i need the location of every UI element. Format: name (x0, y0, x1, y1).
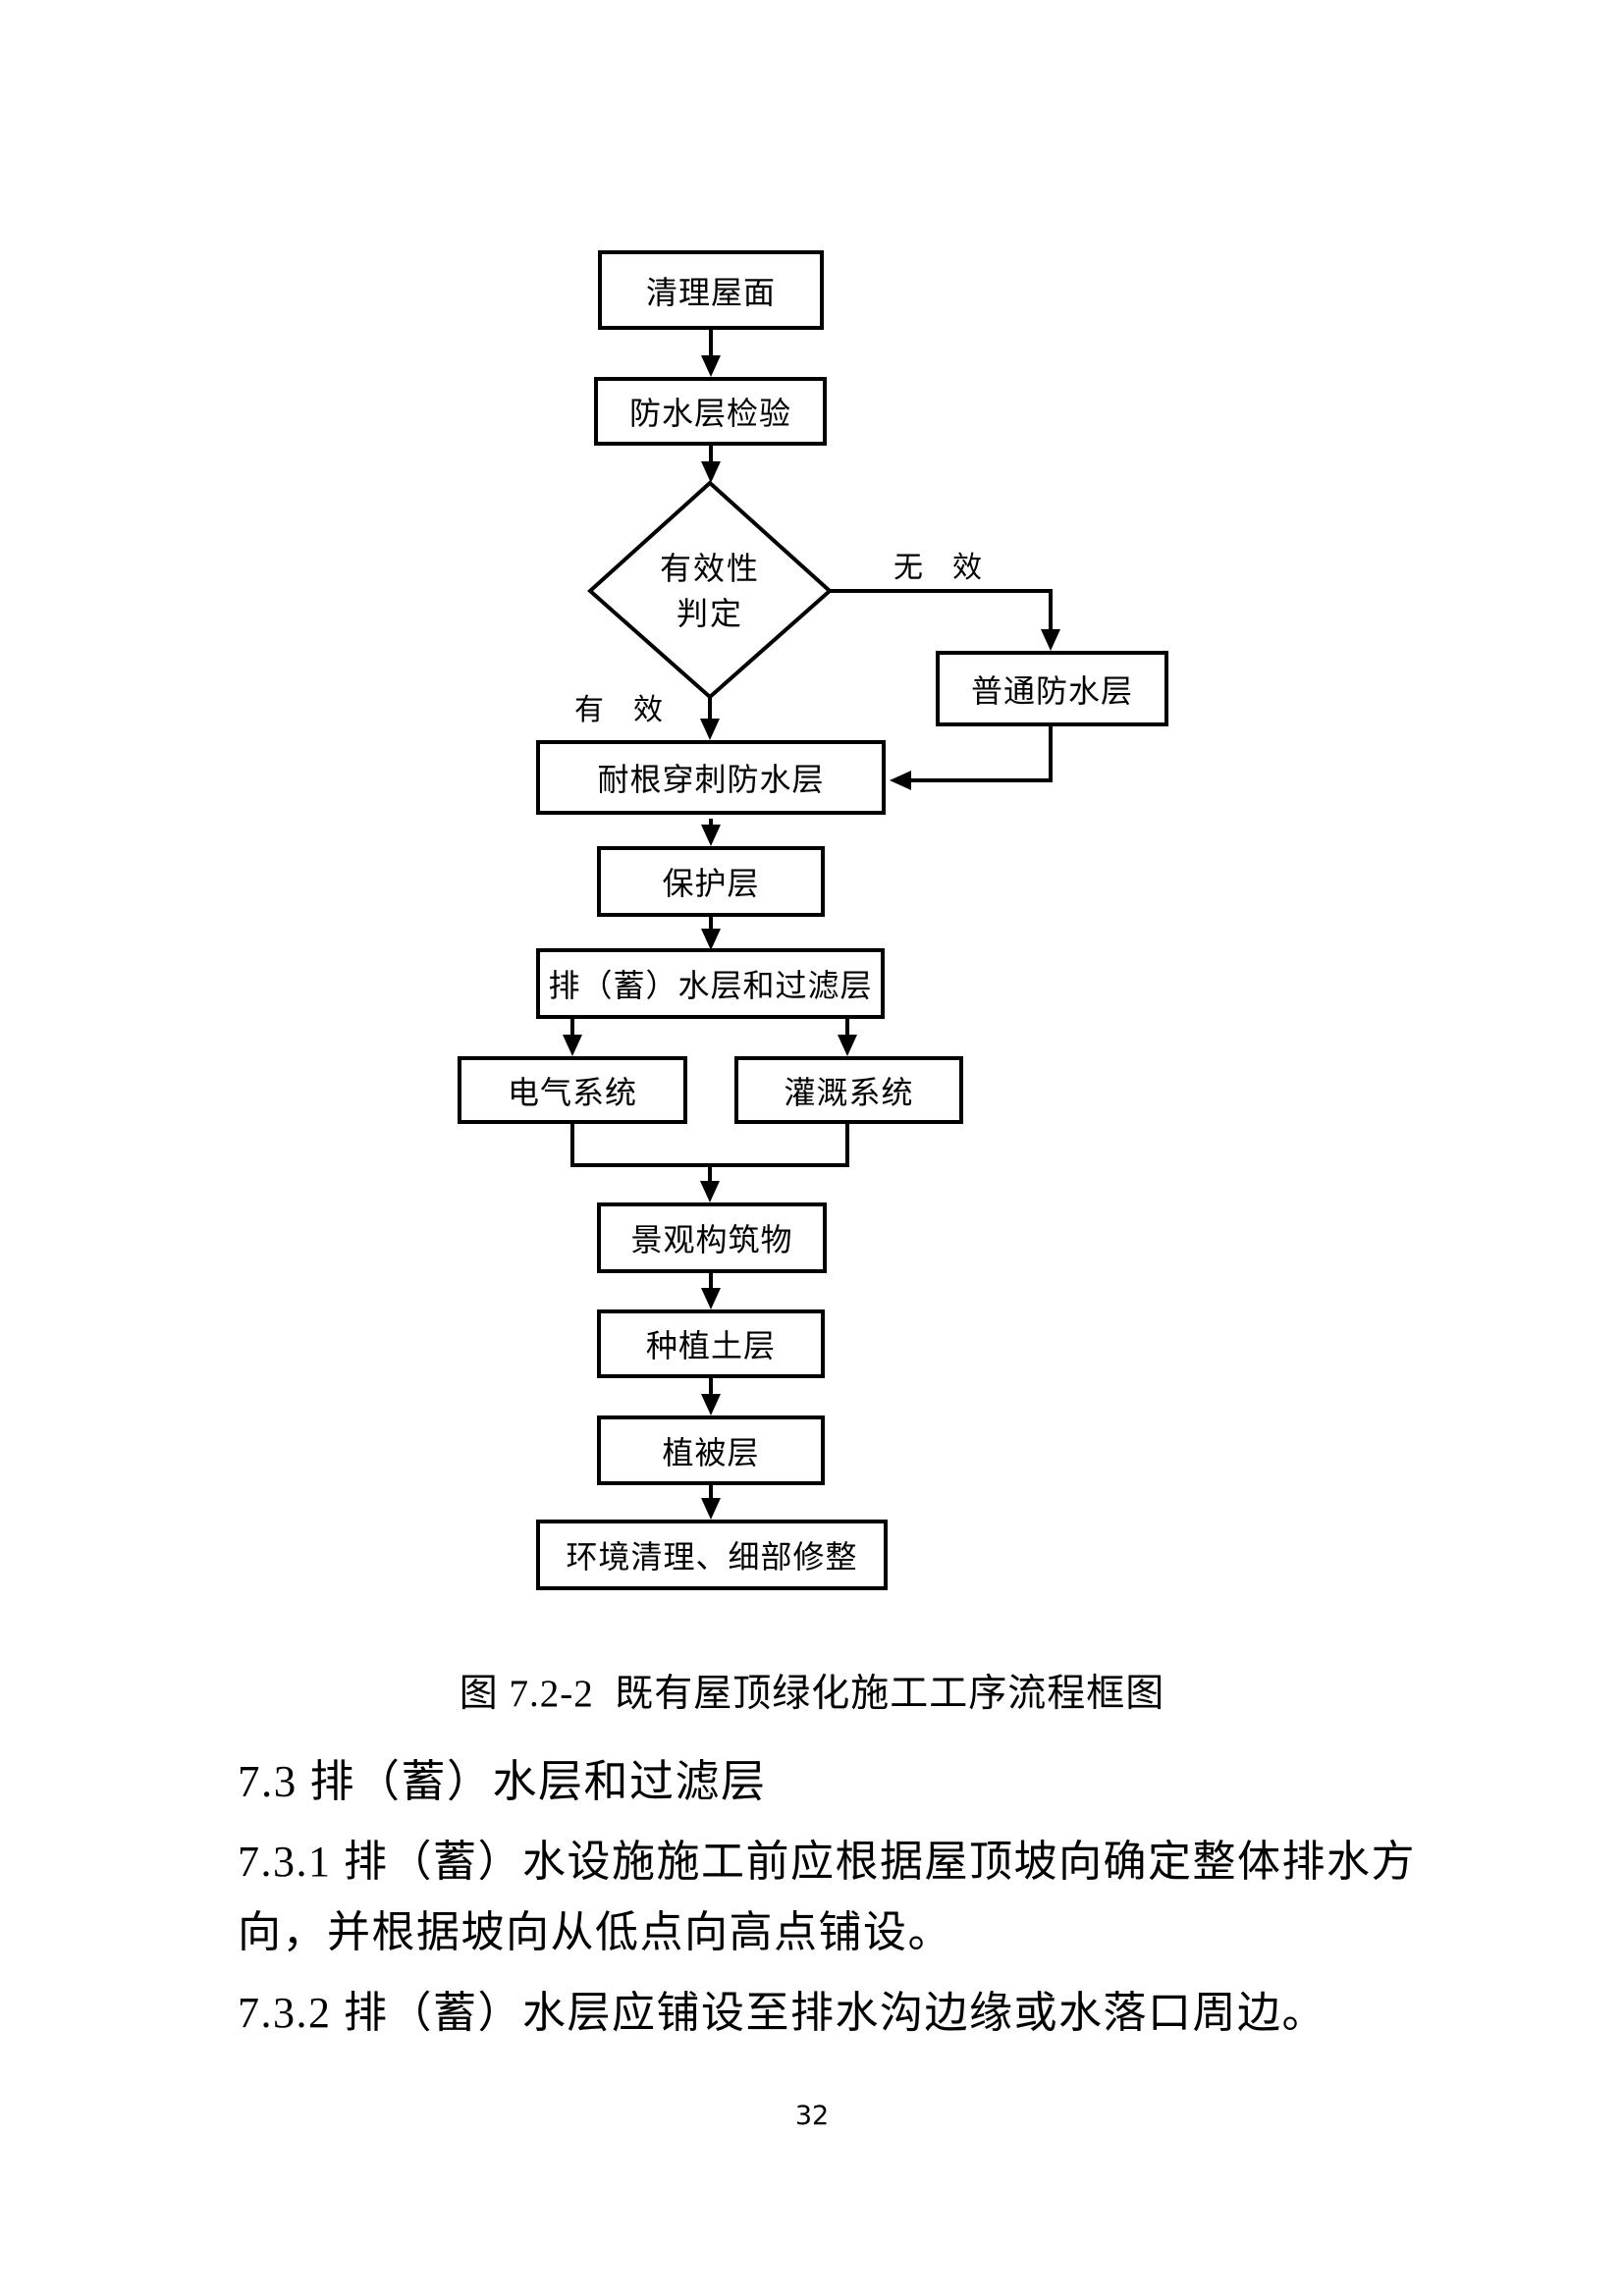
edge-label-valid: 有 效 (574, 694, 663, 726)
decision-diamond (586, 480, 834, 700)
flowchart-node-irrigation-system: 灌溉系统 (734, 1056, 963, 1124)
flowchart-node-drainage-filter: 排（蓄）水层和过滤层 (536, 948, 885, 1019)
edge-label-invalid: 无 效 (893, 552, 982, 584)
flowchart-node-validity-check: 有效性 判定 (590, 546, 830, 636)
figure-caption: 图 7.2-2 既有屋顶绿化施工工序流程框图 (459, 1673, 1165, 1715)
flowchart-node-clean-roof: 清理屋面 (598, 250, 824, 330)
clause-7-3-2: 7.3.2 排（蓄）水层应铺设至排水沟边缘或水落口周边。 (238, 1989, 1326, 2037)
section-heading-7-3: 7.3 排（蓄）水层和过滤层 (238, 1757, 767, 1806)
validity-check-line1: 有效性 (659, 551, 760, 586)
flowchart-node-planting-soil: 种植土层 (597, 1309, 825, 1378)
page-number: 32 (794, 2101, 830, 2131)
validity-check-line2: 判定 (676, 596, 743, 631)
clause-7-3-1-line2: 向，并根据坡向从低点向高点铺设。 (238, 1908, 952, 1956)
connector-decision-to-ordinary (830, 589, 1053, 630)
flowchart-node-env-cleanup: 环境清理、细部修整 (536, 1520, 888, 1590)
flowchart-node-ordinary-waterproof: 普通防水层 (936, 651, 1168, 726)
clause-7-3-1-line1: 7.3.1 排（蓄）水设施施工前应根据屋顶坡向确定整体排水方 (238, 1838, 1416, 1886)
flowchart-node-landscape-structures: 景观构筑物 (597, 1202, 827, 1273)
flowchart-node-waterproof-inspection: 防水层检验 (594, 377, 827, 446)
flowchart-node-root-puncture-waterproof: 耐根穿刺防水层 (536, 740, 886, 815)
connector-merge-bar (570, 1124, 849, 1167)
arrowheads (563, 355, 1060, 1520)
flowchart-node-protection-layer: 保护层 (597, 846, 825, 917)
connector-ordinary-to-rootproof (911, 726, 1053, 782)
flowchart-node-vegetation-layer: 植被层 (597, 1415, 825, 1485)
flowchart-node-electrical-system: 电气系统 (458, 1056, 687, 1124)
